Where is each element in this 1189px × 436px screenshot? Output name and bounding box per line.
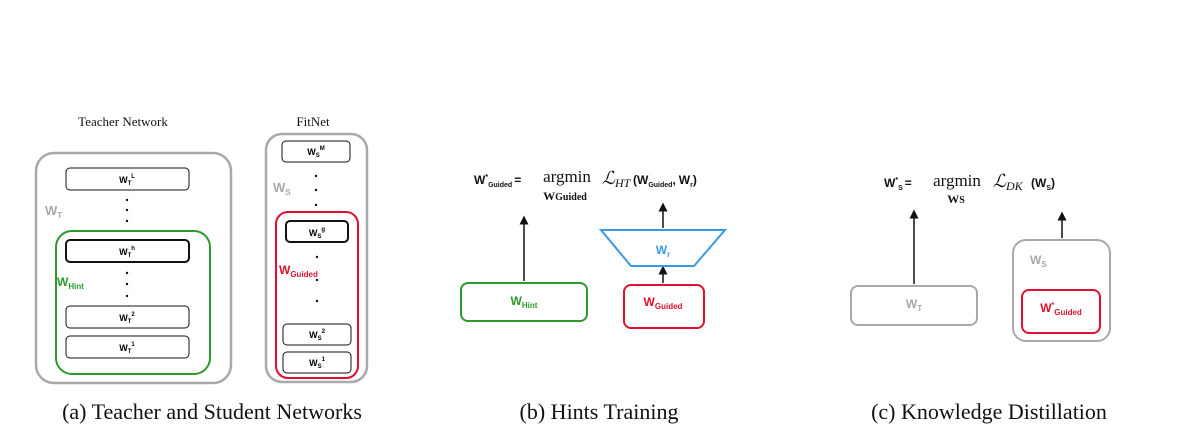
svg-text:ℒDK: ℒDK [993, 171, 1024, 193]
teacher-group-label: WT [45, 203, 62, 220]
ellipsis-dot [125, 282, 129, 286]
teacher-layer-1 [65, 335, 190, 359]
knowledge-distillation-equation: W*S= argmin WS ℒDK (WS) [884, 171, 1055, 206]
student-container-label: WS [1030, 253, 1047, 269]
teacher-layer-1-label: WT1 [119, 342, 135, 355]
hint-box [460, 282, 588, 322]
svg-text:WGuided: WGuided [543, 189, 587, 203]
ellipsis-dot [315, 255, 319, 259]
teacher-layer-L [65, 167, 190, 191]
svg-text:ℒHT: ℒHT [602, 168, 632, 190]
teacher-layer-L-label: WTL [119, 174, 135, 187]
ellipsis-dot [125, 208, 129, 212]
student-layer-2 [282, 323, 352, 346]
hint-box-label: WHint [511, 294, 538, 310]
teacher-layer-h-label: WTh [119, 246, 135, 259]
hint-layer-container [55, 230, 211, 375]
guided-layer-container [275, 211, 359, 379]
panel-b: W*Guided= argmin WGuided ℒHT (WGuided,Wr… [460, 167, 728, 424]
ellipsis-dot [315, 278, 319, 282]
fitnet-container [264, 132, 369, 384]
guided-group-label: WGuided [279, 263, 318, 279]
student-group-label: WS [273, 180, 291, 197]
caption-c: (c) Knowledge Distillation [871, 399, 1107, 424]
panel-c: W*S= argmin WS ℒDK (WS) WT WS W*Guided (… [850, 171, 1111, 424]
teacher-network-title: Teacher Network [78, 114, 168, 129]
student-layer-1-label: WS1 [309, 357, 326, 370]
student-layer-g-label: WSg [309, 227, 326, 240]
student-layer-g [285, 220, 349, 243]
ellipsis-dot [315, 299, 319, 303]
student-layer-M [281, 140, 351, 163]
student-layer-M-label: WSM [307, 146, 325, 159]
hint-group-label: WHint [57, 275, 84, 291]
svg-text:W*S=: W*S= [884, 176, 912, 192]
ellipsis-dot [314, 188, 318, 192]
student-layer-2-label: WS2 [309, 329, 326, 342]
ellipsis-dot [125, 219, 129, 223]
teacher-box [850, 285, 978, 326]
fitnet-title: FitNet [296, 114, 330, 129]
hints-training-equation: W*Guided= argmin WGuided ℒHT (WGuided,Wr… [474, 167, 697, 203]
caption-a: (a) Teacher and Student Networks [62, 399, 362, 424]
guided-box [623, 284, 705, 329]
regressor-shape [598, 229, 728, 267]
ellipsis-dot [314, 203, 318, 207]
svg-text:argmin: argmin [933, 171, 981, 190]
guided-student-box-label: W*Guided [1040, 301, 1082, 317]
teacher-layer-2 [65, 305, 190, 329]
svg-text:argmin: argmin [543, 167, 591, 186]
svg-text:W*Guided=: W*Guided= [474, 173, 521, 189]
teacher-layer-h [65, 239, 190, 263]
panel-a: Teacher Network FitNet WT WHint WTL WTh … [34, 114, 369, 424]
ellipsis-dot [125, 198, 129, 202]
svg-text:(WS): (WS) [1031, 176, 1055, 192]
guided-box-label: WGuided [644, 295, 683, 311]
ellipsis-dot [125, 271, 129, 275]
svg-text:WS: WS [947, 192, 965, 206]
student-layer-1 [282, 351, 352, 374]
svg-text:(WGuided,Wr): (WGuided,Wr) [633, 173, 697, 189]
regressor-label: Wr [656, 243, 670, 259]
teacher-network-container [34, 151, 233, 385]
teacher-box-label: WT [906, 297, 922, 313]
ellipsis-dot [314, 174, 318, 178]
teacher-layer-2-label: WT2 [119, 312, 135, 325]
guided-student-box [1021, 289, 1101, 334]
caption-b: (b) Hints Training [520, 399, 679, 424]
ellipsis-dot [125, 294, 129, 298]
